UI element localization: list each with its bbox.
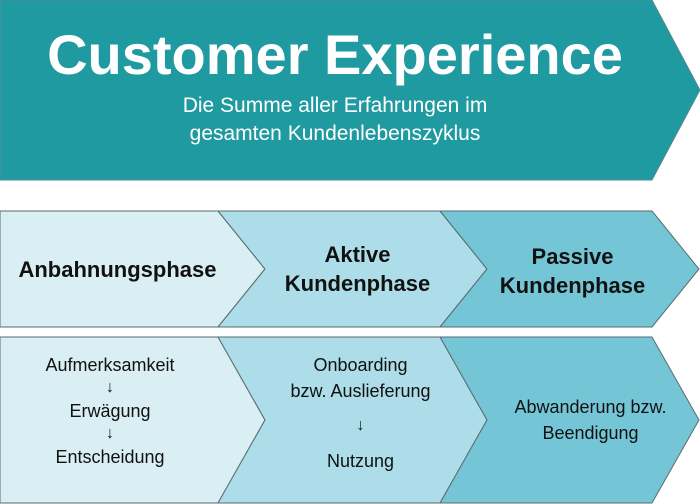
arrow-down-icon: ↓ [106, 425, 114, 442]
step-aufmerksamkeit: Aufmerksamkeit [45, 355, 175, 375]
steps-anbahnung: Aufmerksamkeit ↓ Erwägung ↓ Entscheidung [0, 352, 220, 470]
phase-label-line: Aktive [324, 242, 391, 267]
arrow-down-icon: ↓ [106, 379, 114, 396]
steps-passiv: Abwanderung bzw. Beendigung [478, 394, 700, 446]
banner-arrow [0, 0, 700, 181]
step-abwanderung: Abwanderung bzw. [514, 397, 667, 417]
phase-label-anbahnung: Anbahnungsphase [0, 255, 235, 284]
steps-chevron-passiv [439, 336, 700, 504]
phase-label-line: Passive [531, 244, 614, 269]
phase-chevron-passiv [438, 210, 700, 328]
phase-label-line: Anbahnungsphase [18, 257, 217, 282]
step-erwaegung: Erwägung [69, 401, 151, 421]
phase-label-passiv: Passive Kundenphase [465, 242, 680, 300]
step-beendigung: Beendigung [542, 423, 639, 443]
steps-aktiv: Onboarding bzw. Auslieferung ↓ Nutzung [248, 352, 473, 474]
step-entscheidung: Entscheidung [55, 447, 165, 467]
banner-subtitle: Die Summe aller Erfahrungen im gesamten … [0, 92, 670, 148]
banner-subtitle-line: Die Summe aller Erfahrungen im [182, 94, 488, 117]
arrow-down-icon: ↓ [356, 417, 365, 434]
step-auslieferung: bzw. Auslieferung [290, 381, 431, 401]
step-nutzung: Nutzung [326, 451, 395, 471]
banner-title: Customer Experience [47, 23, 623, 86]
phase-label-aktiv: Aktive Kundenphase [245, 240, 470, 298]
banner-subtitle-line: gesamten Kundenlebenszyklus [189, 122, 481, 145]
phase-label-line: Kundenphase [284, 271, 431, 296]
step-onboarding: Onboarding [313, 355, 408, 375]
phase-label-line: Kundenphase [499, 273, 646, 298]
